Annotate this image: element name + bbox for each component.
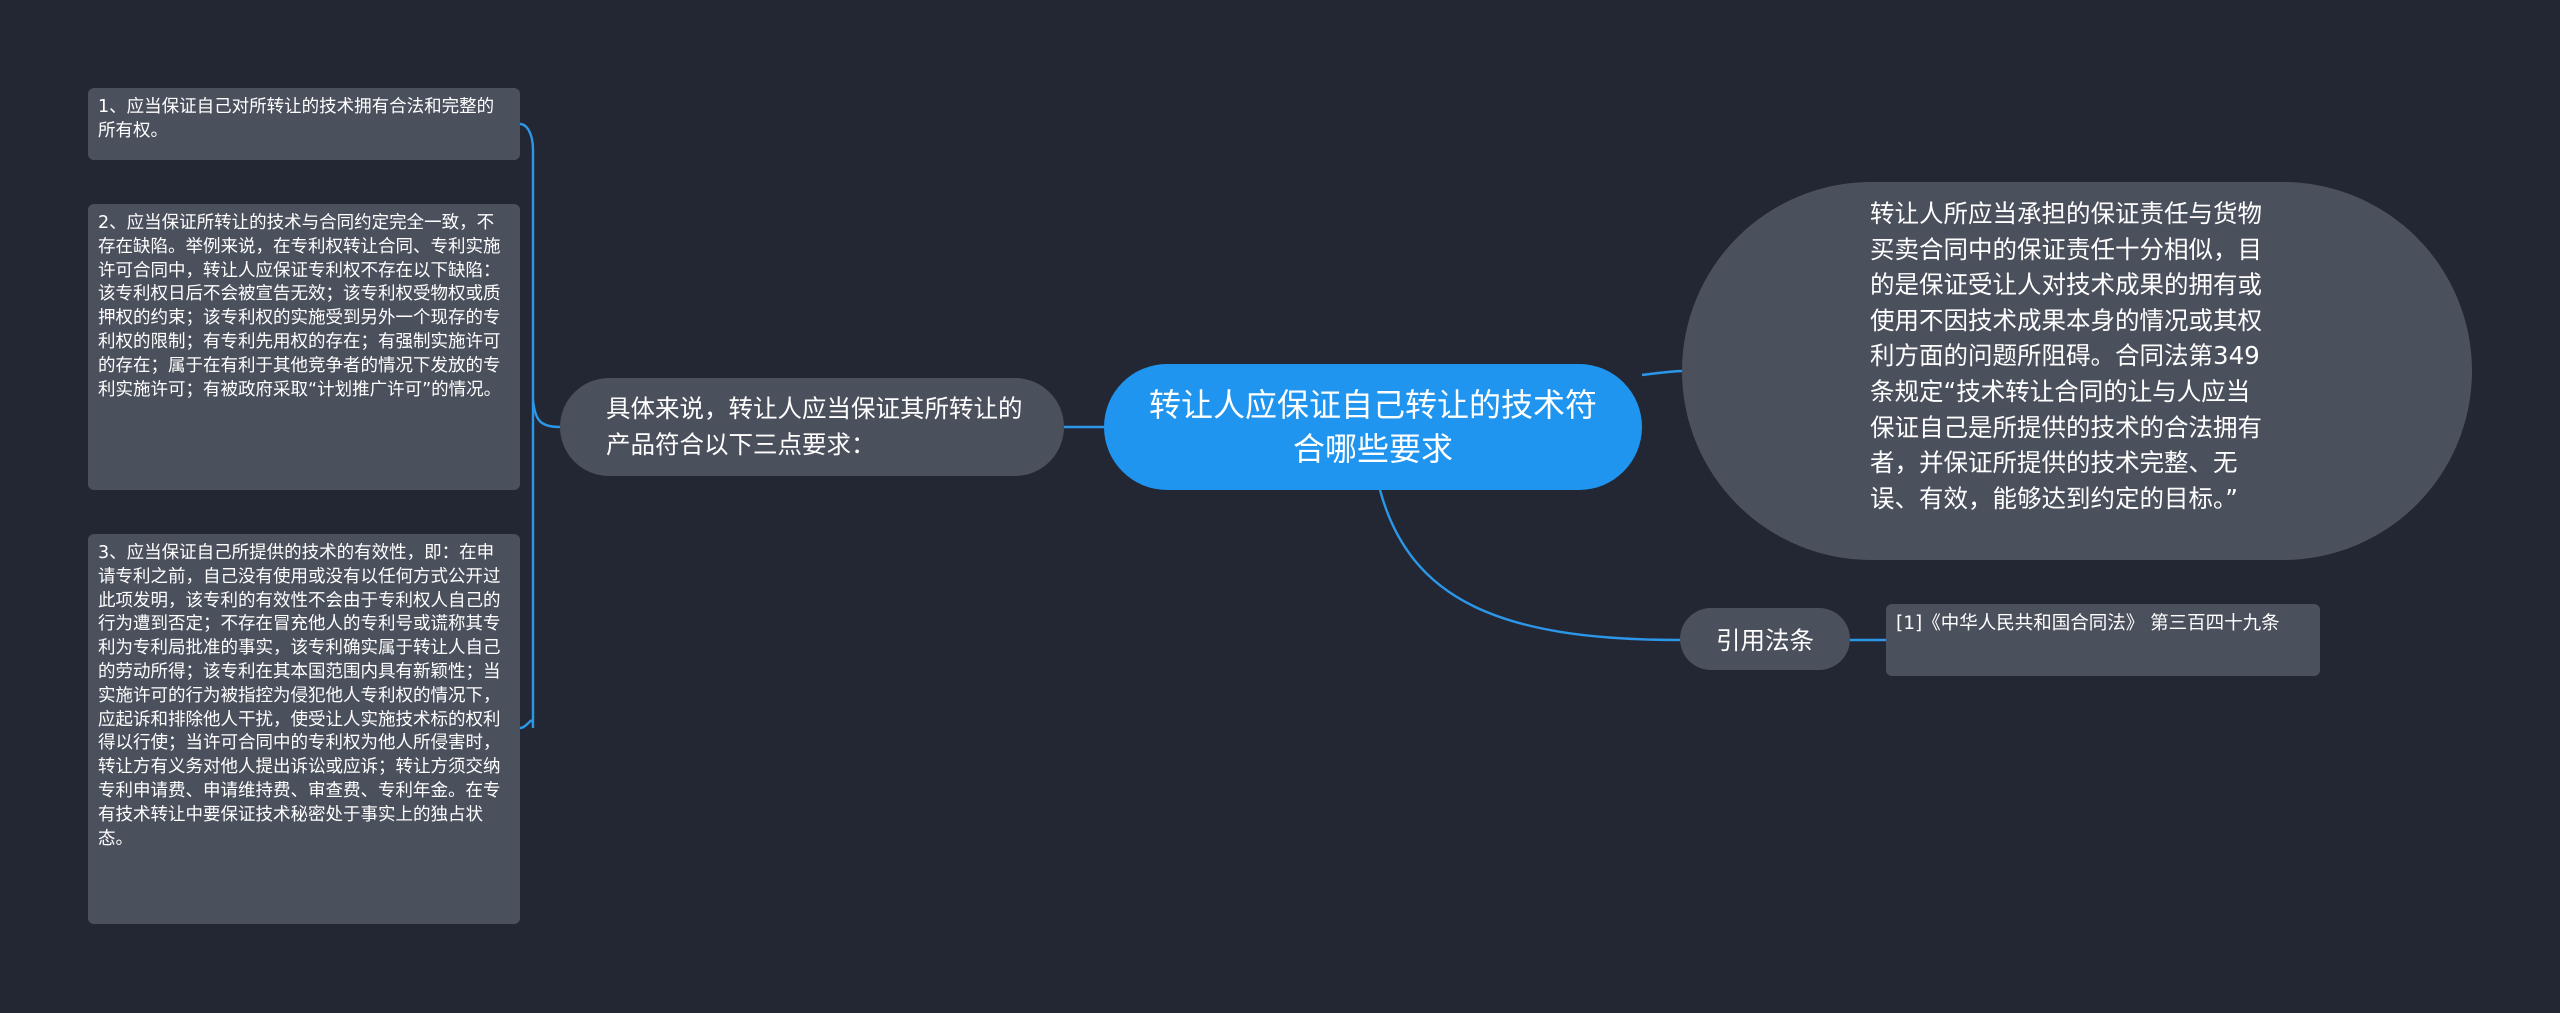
leaf-citation[interactable]: [1]《中华人民共和国合同法》 第三百四十九条 (1886, 604, 2320, 676)
branch-node-cited-law-text: 引用法条 (1716, 625, 1814, 655)
bubble-node-warranty-text: 转让人所应当承担的保证责任与货物买卖合同中的保证责任十分相似，目的是保证受让人对… (1870, 199, 2262, 513)
branch-node-cited-law[interactable]: 引用法条 (1680, 608, 1850, 670)
leaf-citation-text: [1]《中华人民共和国合同法》 第三百四十九条 (1896, 613, 2280, 634)
branch-node-requirements-text: 具体来说，转让人应当保证其所转让的产品符合以下三点要求： (606, 394, 1023, 459)
root-topic-node[interactable]: 转让人应保证自己转让的技术符合哪些要求 (1104, 364, 1642, 490)
leaf-requirement-2-text: 2、应当保证所转让的技术与合同约定完全一致，不存在缺陷。举例来说，在专利权转让合… (98, 213, 502, 400)
leaf-requirement-3-text: 3、应当保证自己所提供的技术的有效性，即：在申请专利之前，自己没有使用或没有以任… (98, 543, 501, 849)
leaf-requirement-1[interactable]: 1、应当保证自己对所转让的技术拥有合法和完整的所有权。 (88, 88, 520, 160)
leaf-requirement-1-text: 1、应当保证自己对所转让的技术拥有合法和完整的所有权。 (98, 97, 495, 141)
leaf-requirement-3[interactable]: 3、应当保证自己所提供的技术的有效性，即：在申请专利之前，自己没有使用或没有以任… (88, 534, 520, 924)
connector-root-to-cite (1378, 489, 1681, 642)
bubble-node-warranty-explanation[interactable]: 转让人所应当承担的保证责任与货物买卖合同中的保证责任十分相似，目的是保证受让人对… (1682, 182, 2472, 560)
root-topic-text: 转让人应保证自己转让的技术符合哪些要求 (1148, 386, 1597, 468)
branch-node-requirements[interactable]: 具体来说，转让人应当保证其所转让的产品符合以下三点要求： (560, 378, 1064, 476)
leaf-requirement-2[interactable]: 2、应当保证所转让的技术与合同约定完全一致，不存在缺陷。举例来说，在专利权转让合… (88, 204, 520, 490)
connector-root-to-bubble-right (1641, 369, 1685, 377)
connector-branch-to-leaves (519, 122, 561, 730)
